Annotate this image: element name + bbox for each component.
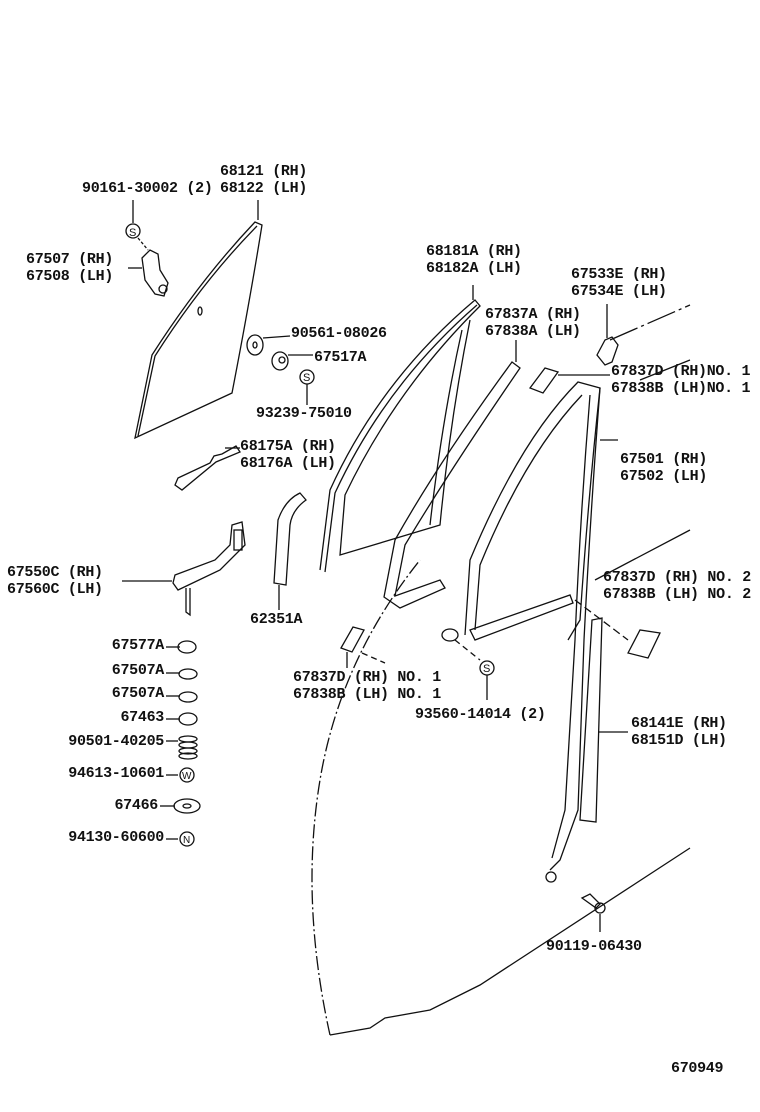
door-outline xyxy=(311,559,421,1036)
label-94613: 94613-10601 xyxy=(68,765,164,782)
label-frame-67501: 67501 (RH)67502 (LH) xyxy=(620,451,708,485)
diagram-id: 670949 xyxy=(671,1060,724,1077)
seal-68175a xyxy=(174,445,241,491)
label-lever-67550c: 67550C (RH)67560C (LH) xyxy=(7,564,103,598)
svg-text:S: S xyxy=(129,227,136,239)
label-bracket-67533e: 67533E (RH)67534E (LH) xyxy=(571,266,667,300)
bolt-90119 xyxy=(580,893,606,932)
block-no2 xyxy=(574,599,661,659)
label-nut-90561: 90561-08026 xyxy=(291,325,387,342)
label-rear-glass: 68121 (RH)68122 (LH) xyxy=(220,163,308,197)
weatherstrip-67837a xyxy=(383,340,521,609)
svg-text:S: S xyxy=(303,372,310,384)
label-94130: 94130-60600 xyxy=(68,829,164,846)
frame-67501 xyxy=(464,381,618,883)
washer-symbol-icon: W xyxy=(182,771,192,782)
run-68181a xyxy=(319,285,481,573)
nut-cushion-screw: S xyxy=(246,334,315,405)
label-90501: 90501-40205 xyxy=(68,733,164,750)
label-run-68181a: 68181A (RH)68182A (LH) xyxy=(426,243,522,277)
block-no1-top xyxy=(528,367,610,394)
label-screw-93239: 93239-75010 xyxy=(256,405,352,422)
screw-symbol-icon: S xyxy=(125,200,149,251)
seal-62351a xyxy=(273,492,307,610)
door-line-2 xyxy=(594,529,691,581)
label-67466: 67466 xyxy=(114,797,158,814)
label-screw-93560: 93560-14014 (2) xyxy=(415,706,546,723)
channel-68141e xyxy=(579,617,628,823)
small-parts: W N xyxy=(160,640,201,847)
svg-text:S: S xyxy=(483,663,490,675)
label-seal-68175a: 68175A (RH)68176A (LH) xyxy=(240,438,336,472)
label-bracket-upper: 67507 (RH)67508 (LH) xyxy=(26,251,114,285)
bracket-67533e xyxy=(596,304,619,366)
label-67507a-2: 67507A xyxy=(111,685,165,702)
label-weatherstrip-67837a: 67837A (RH)67838A (LH) xyxy=(485,306,581,340)
block-no1-bottom xyxy=(340,626,386,668)
rear-glass xyxy=(134,200,263,440)
label-67507a-1: 67507A xyxy=(111,662,165,679)
bracket-upper xyxy=(128,249,169,297)
label-cushion-67517a: 67517A xyxy=(314,349,367,366)
door-line-3 xyxy=(639,359,691,381)
lever-67550c xyxy=(122,521,246,617)
label-channel-68141e: 68141E (RH)68151D (LH) xyxy=(631,715,727,749)
door-line-1 xyxy=(609,304,691,341)
label-67463: 67463 xyxy=(120,709,164,726)
label-seal-62351a: 62351A xyxy=(250,611,303,628)
label-bolt-90119: 90119-06430 xyxy=(546,938,642,955)
nut-symbol-icon: N xyxy=(183,835,190,846)
label-67577a: 67577A xyxy=(111,637,165,654)
door-bottom xyxy=(329,847,691,1036)
label-screw-top: 90161-30002 (2) xyxy=(82,180,213,197)
screw-93560: S xyxy=(441,628,495,700)
